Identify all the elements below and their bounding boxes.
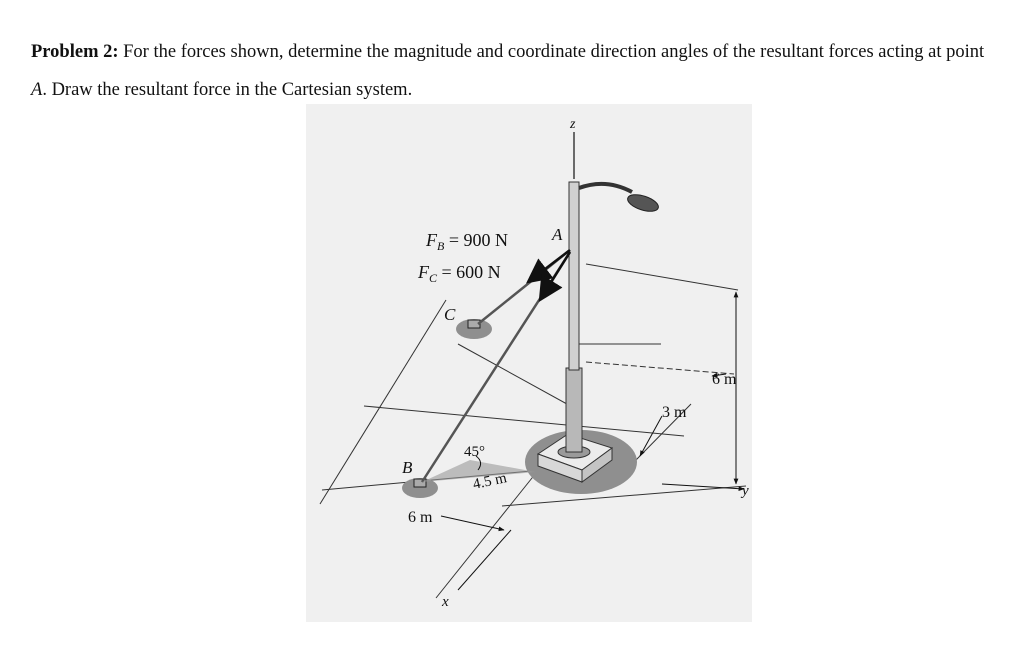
y-axis (661, 483, 745, 492)
dist-6m-bottom-label: 6 m (408, 509, 433, 526)
x-axis (457, 529, 512, 591)
problem-text-2: . Draw the resultant force in the Cartes… (42, 80, 413, 100)
figure-background (306, 104, 752, 622)
dim-6m-bottom-arrow (440, 515, 505, 532)
point-c-label: C (444, 305, 456, 324)
point-a-label: A (551, 225, 563, 244)
concrete-base-front (581, 447, 613, 483)
lamp-head (627, 194, 659, 212)
y-axis-label: y (740, 483, 749, 499)
figure-panel: z A C B FB = 900 N FC = 600 N 45° 4.5 m … (306, 104, 752, 622)
lamp-arm (578, 181, 633, 194)
anchor-b-shadow (402, 478, 438, 498)
street-light-diagram: z A C B FB = 900 N FC = 600 N 45° 4.5 m … (306, 104, 752, 622)
dist-45-label: 4.5 m (472, 470, 509, 493)
angle-arc (475, 455, 482, 471)
force-fc-arrow (526, 249, 571, 284)
dist-6m-height-label: 6 m (712, 371, 737, 388)
pole-lower (565, 367, 583, 453)
ground-lines (319, 263, 747, 599)
x-axis-label: x (441, 594, 449, 610)
problem-text-1: For the forces shown, determine the magn… (118, 42, 985, 62)
problem-statement: Problem 2: For the forces shown, determi… (31, 33, 1001, 109)
dim-3m-arrow (639, 415, 663, 457)
pole-upper (568, 181, 580, 371)
point-b-label: B (402, 458, 413, 477)
anchor-c-shadow (456, 319, 492, 339)
problem-point: A (31, 80, 43, 100)
anchor-c (467, 319, 481, 329)
angle-label: 45° (464, 444, 485, 460)
anchor-b (413, 478, 427, 488)
force-fb-label: FB = 900 N (425, 230, 508, 253)
z-axis-label: z (569, 117, 576, 132)
dim-6m-arrow (711, 372, 727, 378)
force-fc-label: FC = 600 N (417, 262, 501, 285)
force-fb-arrow (538, 251, 572, 303)
problem-label: Problem 2: (31, 42, 119, 62)
dist-3m-label: 3 m (662, 404, 687, 421)
angle-triangle (422, 460, 536, 482)
